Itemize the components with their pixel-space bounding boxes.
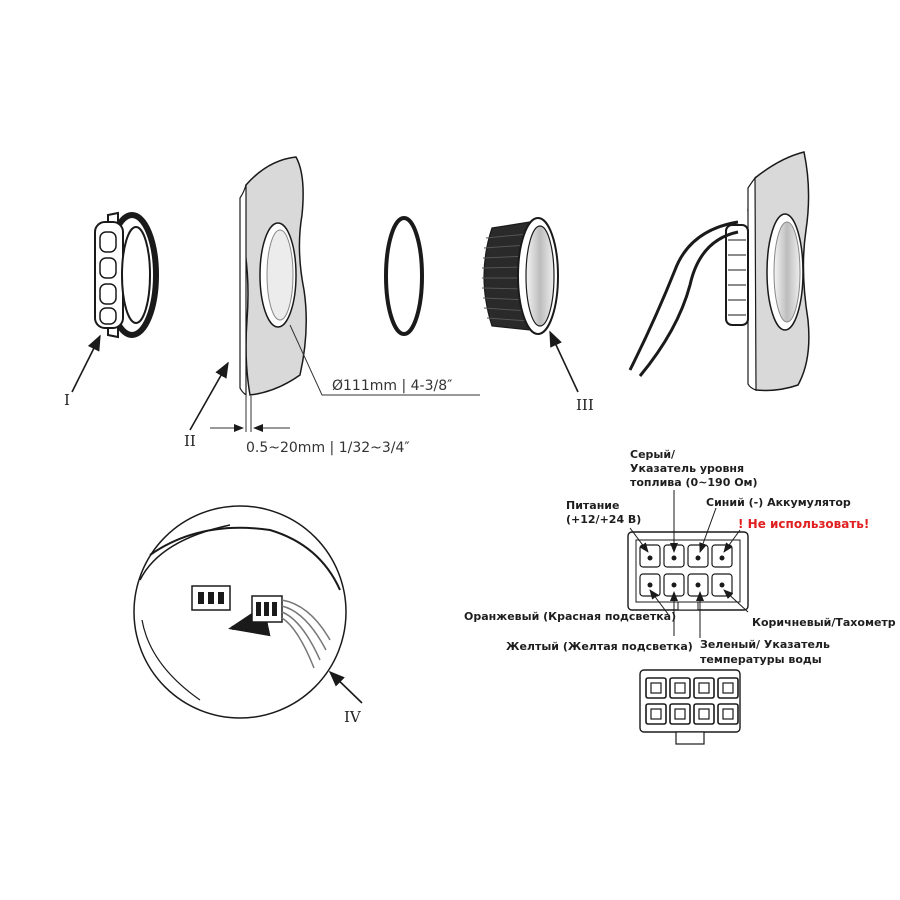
- label-III: III: [576, 396, 594, 414]
- assembled-gauge: [628, 151, 810, 392]
- label-IV: IV: [344, 708, 362, 726]
- pointer-arrow-III: [549, 330, 579, 393]
- pin-green-line2: температуры воды: [700, 653, 822, 666]
- diameter-leader: [289, 324, 480, 396]
- pin-yellow: Желтый (Желтая подсветка): [506, 640, 693, 653]
- dashboard-panel: [239, 156, 307, 397]
- mating-plug: [639, 669, 741, 745]
- gauge-body: [481, 217, 559, 335]
- pin-not-used-warning: ! Не использовать!: [738, 517, 869, 531]
- pin-power-line1: Питание: [566, 499, 619, 512]
- label-I: I: [64, 391, 70, 409]
- pointer-arrow-IV: [328, 670, 363, 704]
- pin-gray-line3: топлива (0~190 Ом): [630, 476, 758, 489]
- panel-thickness-text: 0.5~20mm | 1/32~3/4″: [246, 440, 410, 456]
- o-ring: [384, 216, 424, 336]
- pointer-arrow-II: [189, 361, 229, 431]
- pin-brown: Коричневый/Тахометр: [752, 616, 896, 629]
- hole-diameter-text: Ø111mm | 4-3/8″: [332, 378, 452, 394]
- pin-gray-line2: Указатель уровня: [630, 462, 744, 475]
- label-II: II: [184, 432, 196, 450]
- connector-detail: [133, 505, 347, 719]
- pin-green-line1: Зеленый/ Указатель: [700, 638, 830, 651]
- pointer-arrow-I: [71, 334, 101, 393]
- pin-orange: Оранжевый (Красная подсветка): [464, 610, 676, 623]
- lock-ring: [94, 211, 159, 339]
- pin-power-line2: (+12/+24 В): [566, 513, 641, 526]
- pin-leaders: [629, 490, 749, 638]
- pin-gray-line1: Серый/: [630, 448, 676, 461]
- pin-blue: Синий (-) Аккумулятор: [706, 496, 851, 509]
